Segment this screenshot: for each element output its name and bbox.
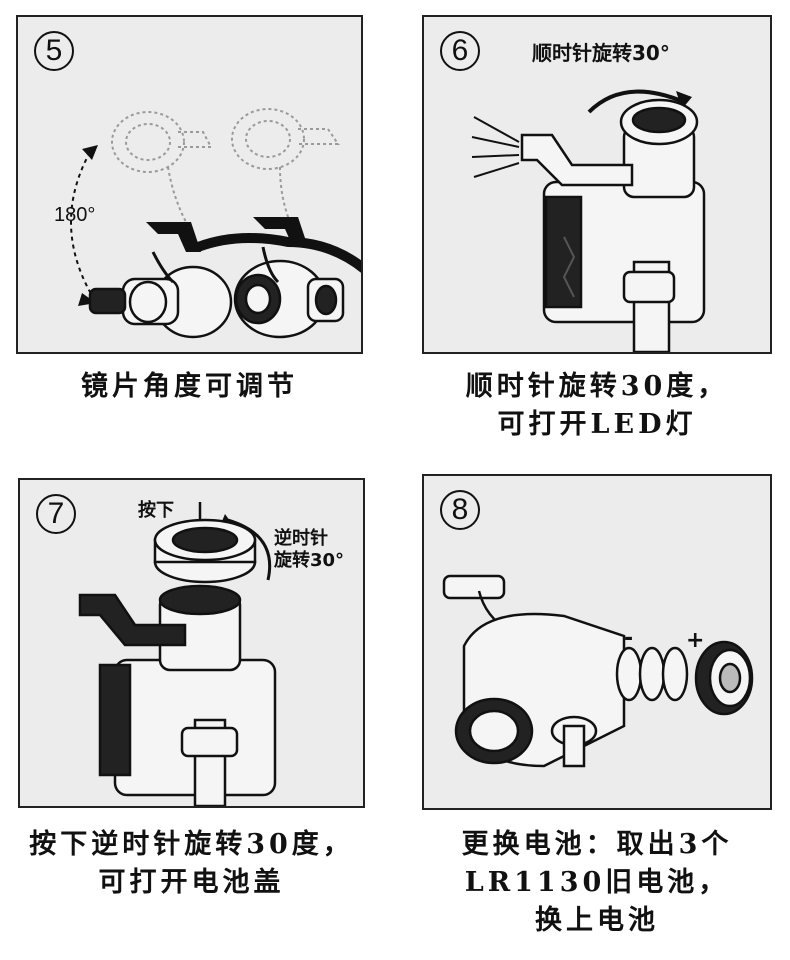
press-label: 按下 [138, 500, 174, 521]
step-number-6: 6 [440, 31, 480, 71]
led-activation-illustration [471, 89, 706, 352]
step-6-caption: 顺时针旋转30度， 可打开LED灯 [422, 368, 772, 444]
caption-line: 更换电池：取出3个 [461, 829, 733, 860]
minus-terminal-label: - [624, 626, 634, 651]
lens-rotation-illustration [70, 108, 361, 339]
plus-terminal-label: + [686, 628, 705, 653]
counterclockwise-label-line2: 旋转30° [274, 550, 345, 571]
caption-line: 可打开电池盖 [98, 867, 285, 898]
angle-label: 180° [54, 204, 96, 226]
step-number-7: 7 [36, 494, 76, 534]
counterclockwise-label-line1: 逆时针 [274, 528, 328, 549]
step-7-caption: 按下逆时针旋转30度， 可打开电池盖 [18, 826, 365, 902]
battery-replacement-illustration [442, 574, 754, 768]
rotate-clockwise-label: 顺时针旋转30° [532, 41, 670, 65]
step-number-5: 5 [34, 31, 74, 71]
step-7-panel: 7 按下 逆时针 旋转30° [18, 478, 365, 808]
caption-line: 可打开LED灯 [497, 409, 697, 440]
step-5-caption: 镜片角度可调节 [16, 368, 363, 406]
step-8-panel: 8 - + [422, 474, 772, 810]
step-8-caption: 更换电池：取出3个 LR1130旧电池， 换上电池 [422, 826, 772, 940]
battery-cover-open-illustration [78, 502, 277, 806]
caption-line: 按下逆时针旋转30度， [29, 829, 354, 860]
caption-line: LR1130旧电池， [464, 867, 730, 898]
caption-line: 顺时针旋转30度， [465, 371, 729, 402]
caption-line: 换上电池 [535, 905, 659, 936]
step-number-8: 8 [440, 490, 480, 530]
step-5-panel: 5 [16, 15, 363, 354]
step-6-panel: 6 顺时针旋转30° [422, 15, 772, 354]
caption-line: 镜片角度可调节 [81, 371, 298, 402]
